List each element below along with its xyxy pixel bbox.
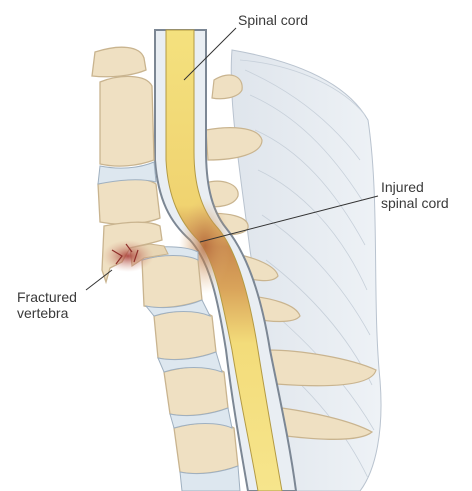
leader-fractured-vertebra (85, 269, 113, 291)
vertebra-c7 (163, 366, 229, 417)
label-injured-spinal-cord: Injured spinal cord (381, 179, 449, 211)
intervertebral-discs (97, 161, 241, 491)
label-spinal-cord-text: Spinal cord (238, 12, 309, 28)
leader-spinal-cord (183, 27, 237, 81)
leader-injured-cord (199, 195, 379, 243)
label-fractured-line1: Fractured (17, 289, 77, 305)
leader-lines (85, 27, 379, 291)
label-spinal-cord: Spinal cord (238, 12, 308, 28)
label-fractured-vertebra: Fractured vertebra (17, 289, 77, 321)
vertebra-c1 (91, 46, 147, 78)
label-fractured-line2: vertebra (17, 305, 69, 321)
vertebra-c2 (99, 75, 155, 167)
label-injured-line2: spinal cord (381, 195, 449, 211)
vertebral-bodies (91, 46, 239, 475)
vertebra-c6 (153, 310, 217, 361)
vertebra-c3 (97, 178, 161, 225)
vertebra-t1 (173, 422, 239, 475)
label-injured-line1: Injured (381, 179, 424, 195)
fractured-vertebra (101, 221, 169, 285)
